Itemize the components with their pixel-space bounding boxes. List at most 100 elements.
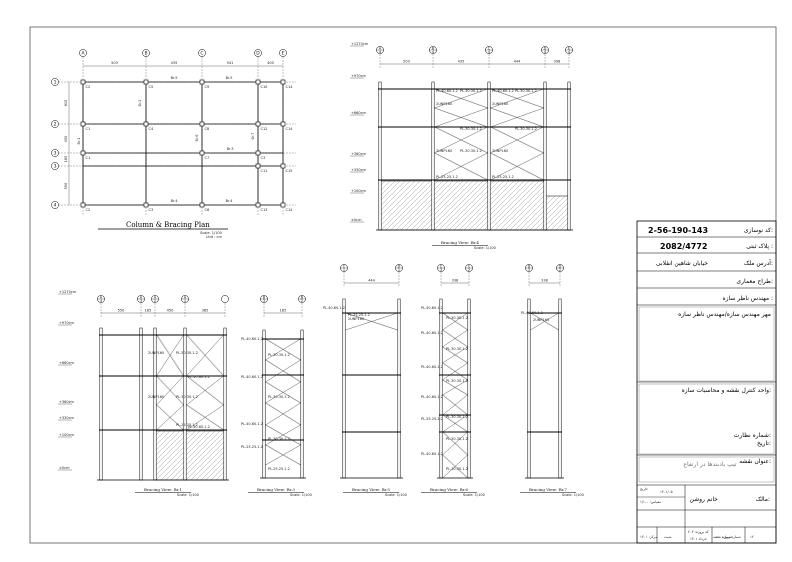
member-label: PL.30.30.1.2 xyxy=(268,353,290,357)
column xyxy=(199,121,205,127)
hatch-line xyxy=(195,450,226,481)
hatch-line xyxy=(205,460,226,481)
parcel-label: پلاک ثبتی : xyxy=(746,242,773,250)
hatch-line xyxy=(432,180,479,227)
brace-edge xyxy=(443,431,469,456)
grid-label: A xyxy=(154,295,157,299)
grid-label: A xyxy=(184,295,187,299)
hatch-line xyxy=(379,180,421,222)
brace xyxy=(442,414,468,433)
column-label: C9 xyxy=(205,85,210,89)
member-label: PL.25.25.1.2 xyxy=(436,175,458,179)
column-label: C1 xyxy=(86,156,91,160)
brace xyxy=(490,126,544,154)
grid-label: E xyxy=(282,51,285,57)
member-label: PL.40.60.1.2 xyxy=(241,337,263,341)
member-label: 2UNP160 xyxy=(492,149,508,153)
brace-edge xyxy=(443,454,469,479)
member-label: PL.40.60.1.2 xyxy=(323,306,345,310)
hatch-line xyxy=(379,180,416,217)
grid-sub-label: 3 xyxy=(263,299,265,303)
brace-edge xyxy=(443,346,469,364)
column-label: C3 xyxy=(261,156,266,160)
brace-edge xyxy=(266,444,302,466)
hatch-line xyxy=(433,180,484,231)
grid-sub-label: 4 xyxy=(544,50,547,54)
column-elevation xyxy=(99,327,103,481)
hatch-line xyxy=(453,194,490,231)
brace xyxy=(265,338,301,361)
bracing-view-br3: B3B2185PL.40.60.1.2PL.30.30.1.2PL.40.60.… xyxy=(241,295,312,497)
column xyxy=(199,150,205,156)
brace xyxy=(434,126,488,154)
title-block-cell: شماره پروژه xyxy=(722,535,741,539)
grid-sub-label: 4 xyxy=(568,50,571,54)
brace xyxy=(156,404,184,431)
column-elevation xyxy=(558,298,562,479)
brace xyxy=(434,88,488,109)
level-label: +360cm xyxy=(351,152,367,156)
member-label: PL.40.60.1.2 xyxy=(492,89,514,93)
column-label: C13 xyxy=(261,208,268,212)
grid-label: C xyxy=(200,51,203,57)
grid-label: A xyxy=(100,295,103,299)
title-block-cell: مقیاس: ۱/۱۰۰ xyxy=(640,500,661,504)
level-label: +100cm xyxy=(351,189,367,193)
hatch-line xyxy=(488,180,520,212)
brace xyxy=(490,107,544,128)
member-label: PL.40.60.1.2 xyxy=(421,331,443,335)
brace xyxy=(442,394,468,416)
hatch-line xyxy=(184,430,196,442)
grid-label: 3 xyxy=(54,151,57,157)
grid-sub-label: 4 xyxy=(379,50,382,54)
hatch-line xyxy=(379,180,426,227)
column xyxy=(199,79,205,85)
title-block: کد نوسازی: 2-56-190-143 پلاک ثبتی : 2082… xyxy=(636,220,777,544)
title-block-cell: ۱۲ xyxy=(750,535,754,539)
level-label: +330cm xyxy=(351,168,367,172)
dim-text: 550 xyxy=(118,309,125,313)
column xyxy=(280,163,286,169)
column-label: C7 xyxy=(205,156,210,160)
grid-sub-label: 4 xyxy=(432,50,435,54)
member-label: PL.30.30.1.2 xyxy=(515,127,537,131)
hatch-line xyxy=(155,450,186,481)
hatch-line xyxy=(395,192,434,231)
hatch-line xyxy=(215,470,226,481)
hatch-line xyxy=(432,180,459,207)
member-label: PL.40.60.1.2 xyxy=(521,311,543,315)
brace-label: Br.5 xyxy=(226,76,233,80)
hatch-line xyxy=(499,184,546,231)
date-label: تاریخ: xyxy=(757,440,771,447)
brace-edge xyxy=(346,312,399,331)
hatch-line xyxy=(410,207,434,231)
member-label: PL.25.25.1.2 xyxy=(492,175,514,179)
brace-edge xyxy=(435,126,489,154)
member-label: 2UNP160 xyxy=(148,395,164,399)
grid-label: D xyxy=(256,51,260,57)
level-label: +360cm xyxy=(59,400,75,404)
brace-edge xyxy=(157,375,185,406)
view-scale: Scale: 1/100 xyxy=(177,493,199,497)
owner-value: خانم روشن xyxy=(690,496,719,503)
hatch-line xyxy=(478,219,490,231)
hatch-line xyxy=(154,440,186,472)
hatch-line xyxy=(200,455,226,481)
grid-sub-label: 1 xyxy=(184,299,186,303)
grid-bubble xyxy=(221,295,229,303)
control-unit-label: واحد کنترل نقشه و محاسبات سازه: xyxy=(682,387,771,394)
member-label: PL.30.30.1.2 xyxy=(446,379,468,383)
brace xyxy=(186,404,224,431)
brace-edge xyxy=(491,126,545,154)
brace-edge xyxy=(266,424,302,446)
grid-label: 2 xyxy=(54,122,57,128)
grid-label: B xyxy=(432,46,435,50)
brace xyxy=(442,312,468,331)
hatch-line xyxy=(545,206,570,231)
hatch-line xyxy=(154,435,186,467)
hatch-line xyxy=(379,180,391,192)
hatch-line xyxy=(544,195,566,217)
column xyxy=(280,121,286,127)
column-label: C14 xyxy=(286,208,294,212)
